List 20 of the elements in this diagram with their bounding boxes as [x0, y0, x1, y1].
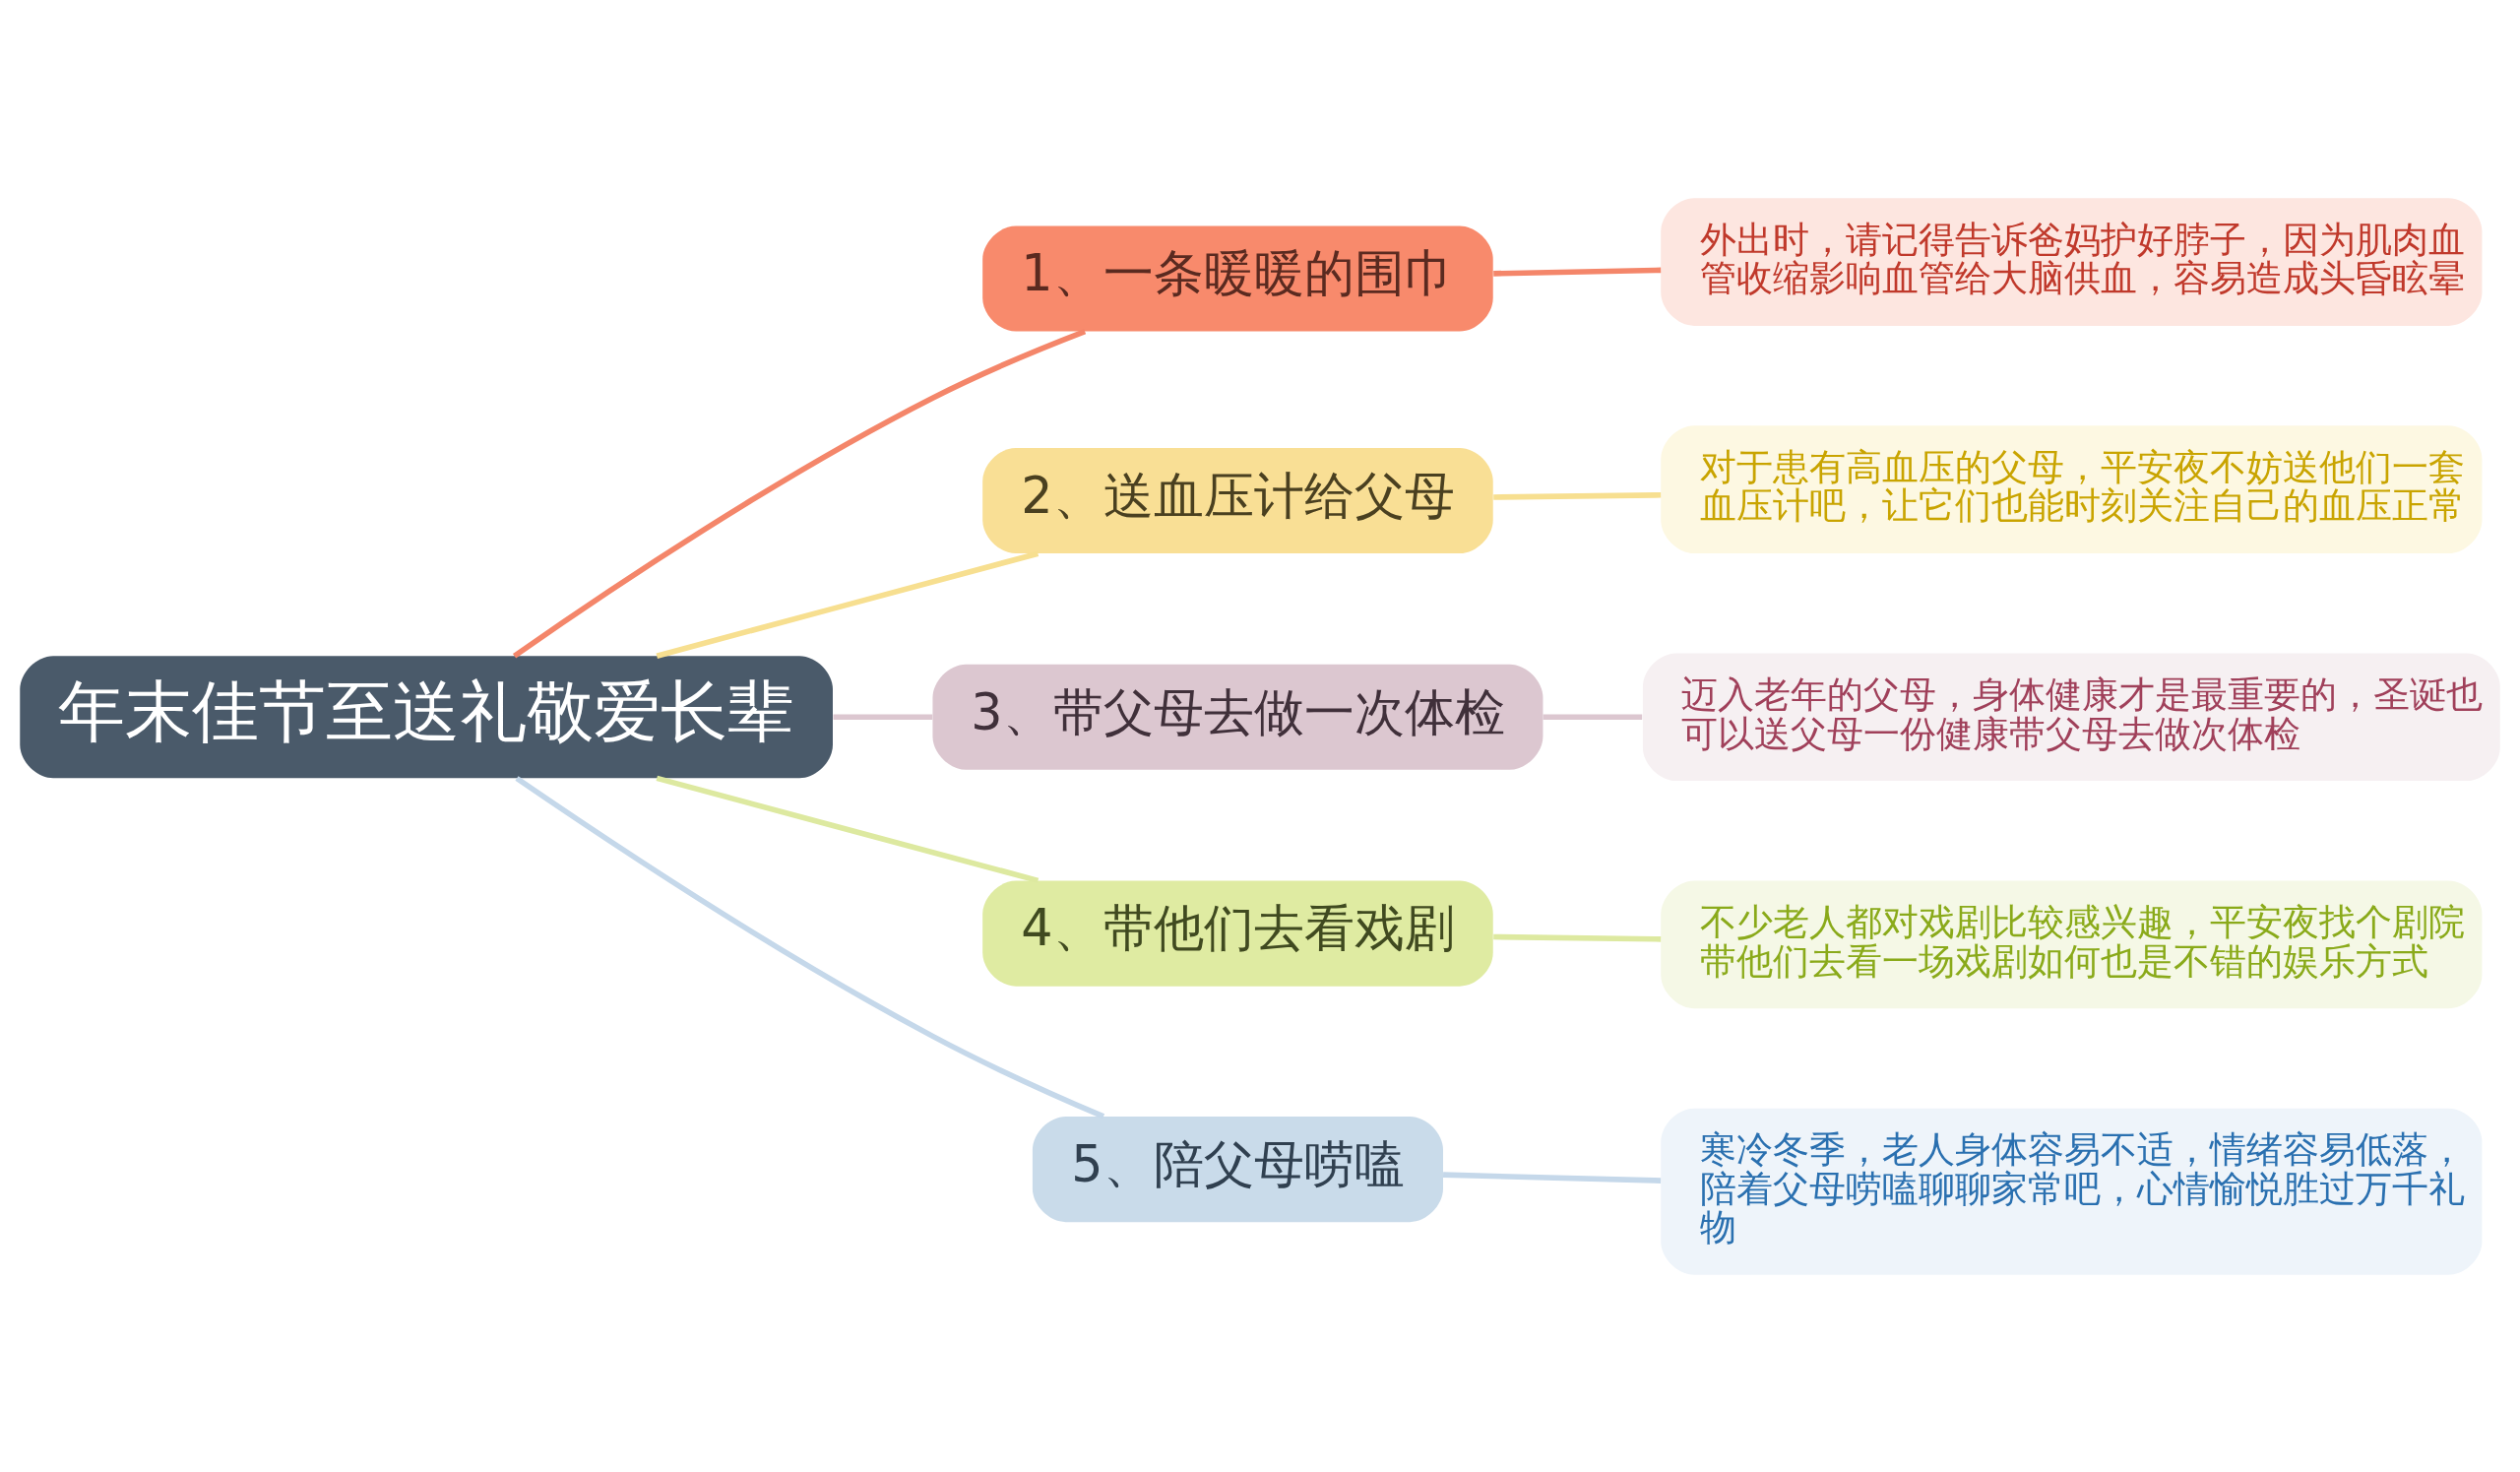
node-box: 寒冷冬季，老人身体容易不适，情绪容易低落，陪着父母唠嗑聊聊家常吧，心情愉悦胜过万千礼物	[1661, 1108, 2483, 1275]
node-box: 3、带父母去做一次体检	[932, 664, 1544, 770]
connector	[512, 328, 1087, 659]
node-box: 外出时，请记得告诉爸妈护好脖子，因为肌肉血管收缩影响血管给大脑供血，容易造成头昏眩晕	[1661, 197, 2483, 326]
connector	[1543, 713, 1643, 720]
node-box: 年末佳节至送礼敬爱长辈	[20, 655, 833, 778]
node-box: 对于患有高血压的父母，平安夜不妨送他们一套血压计吧，让它们也能时刻关注自己的血压正常	[1661, 424, 2483, 553]
connector	[656, 775, 1040, 883]
connector	[515, 775, 1105, 1120]
connector	[1493, 933, 1662, 942]
connector	[1493, 267, 1662, 277]
node-box: 迈入老年的父母，身体健康才是最重要的，圣诞也可以送父母一份健康带父母去做次体检	[1642, 652, 2500, 781]
node-box: 4、带他们去看戏剧	[982, 880, 1493, 987]
connector	[1443, 1171, 1662, 1184]
node-box: 不少老人都对戏剧比较感兴趣，平安夜找个剧院带他们去看一场戏剧如何也是不错的娱乐方式	[1661, 880, 2483, 1008]
node-box: 5、陪父母唠嗑	[1032, 1116, 1443, 1222]
node-box: 2、送血压计给父母	[982, 447, 1493, 553]
node-box: 1、一条暖暖的围巾	[982, 224, 1493, 332]
connector	[833, 713, 933, 720]
connector	[1493, 491, 1662, 500]
